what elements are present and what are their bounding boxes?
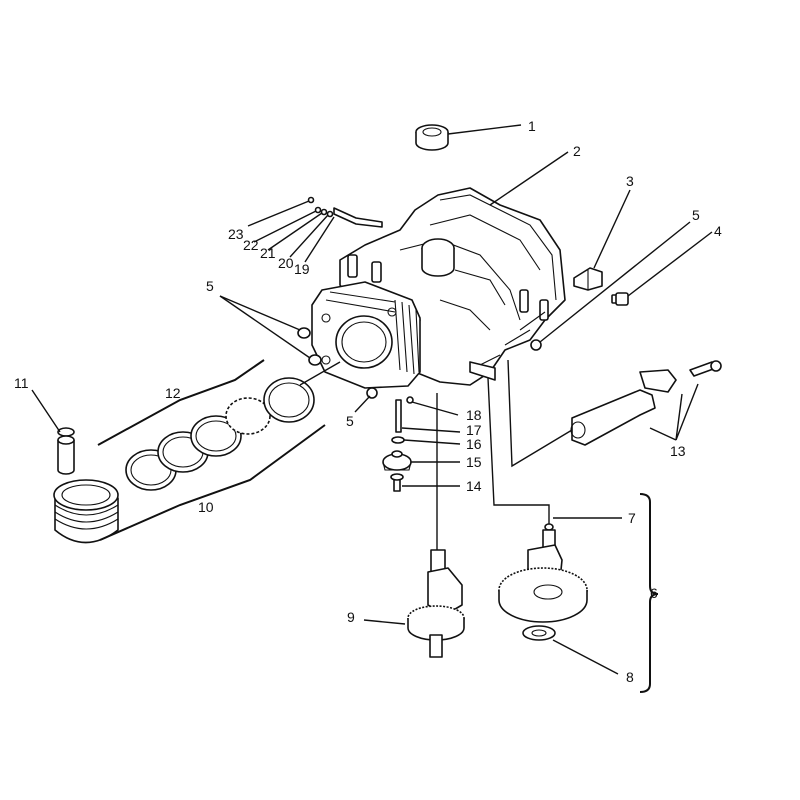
callout-21: 21 bbox=[260, 245, 276, 261]
callout-2: 2 bbox=[573, 143, 581, 159]
callout-12: 12 bbox=[165, 385, 181, 401]
crankcase-part bbox=[339, 187, 566, 386]
piston-rings-part bbox=[125, 377, 315, 491]
callout-5-upper-right: 5 bbox=[692, 207, 700, 223]
callout-4: 4 bbox=[714, 223, 722, 239]
callout-22: 22 bbox=[243, 237, 259, 253]
bracket-part bbox=[573, 267, 603, 291]
piston-pin-part bbox=[57, 427, 75, 475]
callout-19: 19 bbox=[294, 261, 310, 277]
dowel-pin-parts bbox=[297, 327, 542, 399]
callout-14: 14 bbox=[466, 478, 482, 494]
cylinder-part bbox=[311, 281, 421, 389]
callout-13: 13 bbox=[670, 443, 686, 459]
breather-small-parts bbox=[307, 196, 383, 228]
callout-16: 16 bbox=[466, 436, 482, 452]
callout-10: 10 bbox=[198, 499, 214, 515]
callout-labels: 1 2 3 4 5 5 5 6 7 8 9 10 11 12 13 14 15 … bbox=[14, 118, 722, 685]
callout-9: 9 bbox=[347, 609, 355, 625]
crankshaft-part bbox=[407, 549, 465, 658]
plug-part bbox=[611, 292, 629, 306]
group-brackets bbox=[97, 359, 659, 693]
callout-15: 15 bbox=[466, 454, 482, 470]
callout-20: 20 bbox=[278, 255, 294, 271]
governor-stack-parts bbox=[382, 396, 414, 492]
camshaft-part bbox=[498, 523, 588, 623]
callout-5-lower: 5 bbox=[346, 413, 354, 429]
callout-11: 11 bbox=[14, 375, 29, 391]
piston-part bbox=[53, 479, 119, 544]
callout-5-left: 5 bbox=[206, 278, 214, 294]
seal-ring-part bbox=[415, 124, 449, 151]
connecting-rod-part bbox=[570, 360, 722, 446]
leader-lines bbox=[31, 124, 713, 675]
washer-part bbox=[522, 625, 556, 641]
callout-18: 18 bbox=[466, 407, 482, 423]
callout-8: 8 bbox=[626, 669, 634, 685]
callout-7: 7 bbox=[628, 510, 636, 526]
callout-23: 23 bbox=[228, 226, 244, 242]
callout-17: 17 bbox=[466, 422, 482, 438]
callout-6: 6 bbox=[650, 585, 658, 601]
callout-3: 3 bbox=[626, 173, 634, 189]
callout-1: 1 bbox=[528, 118, 536, 134]
